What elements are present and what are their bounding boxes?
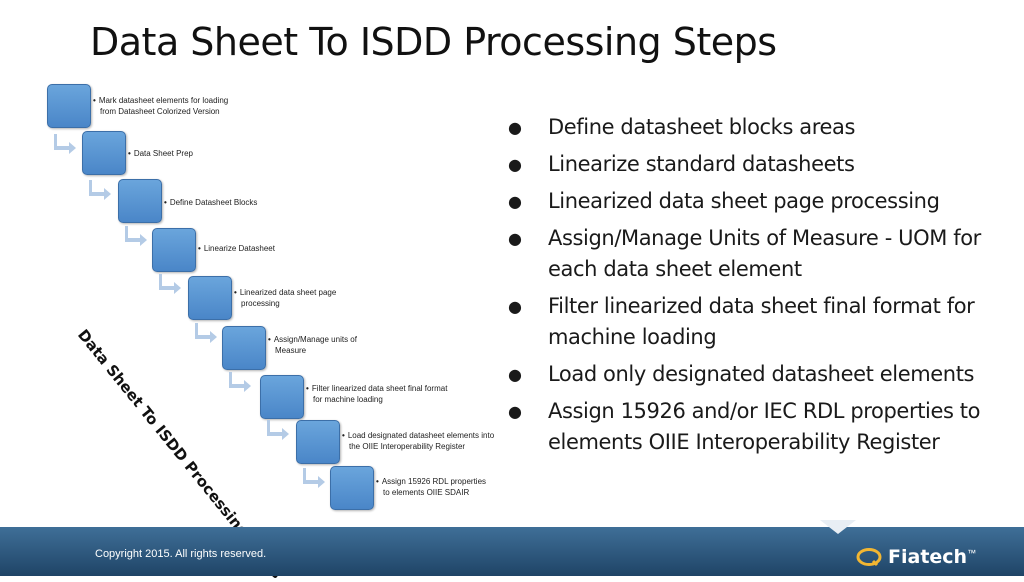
bullet-icon: ● [508,402,522,421]
arrow-icon [195,323,217,343]
list-item: ●Linearize standard datasheets [508,149,1008,180]
arrow-icon [267,420,289,440]
footer-notch [820,520,856,534]
footer-bar [0,527,1024,576]
arrow-icon [303,468,325,488]
arrow-icon [229,372,251,392]
logo-wordmark: Fiatech [888,546,968,568]
bullet-icon: ● [508,229,522,248]
bullet-icon: ● [508,365,522,384]
step-box-4 [152,228,196,272]
arrow-icon [125,226,147,246]
copyright-text: Copyright 2015. All rights reserved. [95,548,267,560]
bullet-icon: ● [508,155,522,174]
brand-logo: Fiatech ™ [856,546,976,568]
list-item: ●Assign 15926 and/or IEC RDL properties … [508,396,1008,458]
bullet-icon: ● [508,192,522,211]
step-box-5 [188,276,232,320]
list-item: ●Assign/Manage Units of Measure - UOM fo… [508,223,1008,285]
fiatech-logo-icon [856,548,882,567]
step-label-7: •Filter linearized data sheet final form… [306,384,448,404]
arrow-icon [54,134,76,154]
bullet-icon: ● [508,297,522,316]
list-item: ●Load only designated datasheet elements [508,359,1008,390]
trademark-mark: ™ [967,548,977,558]
bullet-icon: ● [508,118,522,137]
list-item: ●Define datasheet blocks areas [508,112,1008,143]
step-box-9 [330,466,374,510]
step-box-8 [296,420,340,464]
arrow-icon [89,180,111,200]
step-box-7 [260,375,304,419]
step-box-6 [222,326,266,370]
step-label-4: •Linearize Datasheet [198,244,275,253]
step-label-2: •Data Sheet Prep [128,149,193,158]
list-item: ●Linearized data sheet page processing [508,186,1008,217]
step-label-8: •Load designated datasheet elements into… [342,431,495,451]
step-box-3 [118,179,162,223]
step-label-3: •Define Datasheet Blocks [164,198,258,207]
list-item: ●Filter linearized data sheet final form… [508,291,1008,353]
bullet-list: ●Define datasheet blocks areas ●Lineariz… [508,112,1008,464]
page-title: Data Sheet To ISDD Processing Steps [90,20,777,64]
step-box-2 [82,131,126,175]
step-box-1 [47,84,91,128]
arrow-icon [159,274,181,294]
